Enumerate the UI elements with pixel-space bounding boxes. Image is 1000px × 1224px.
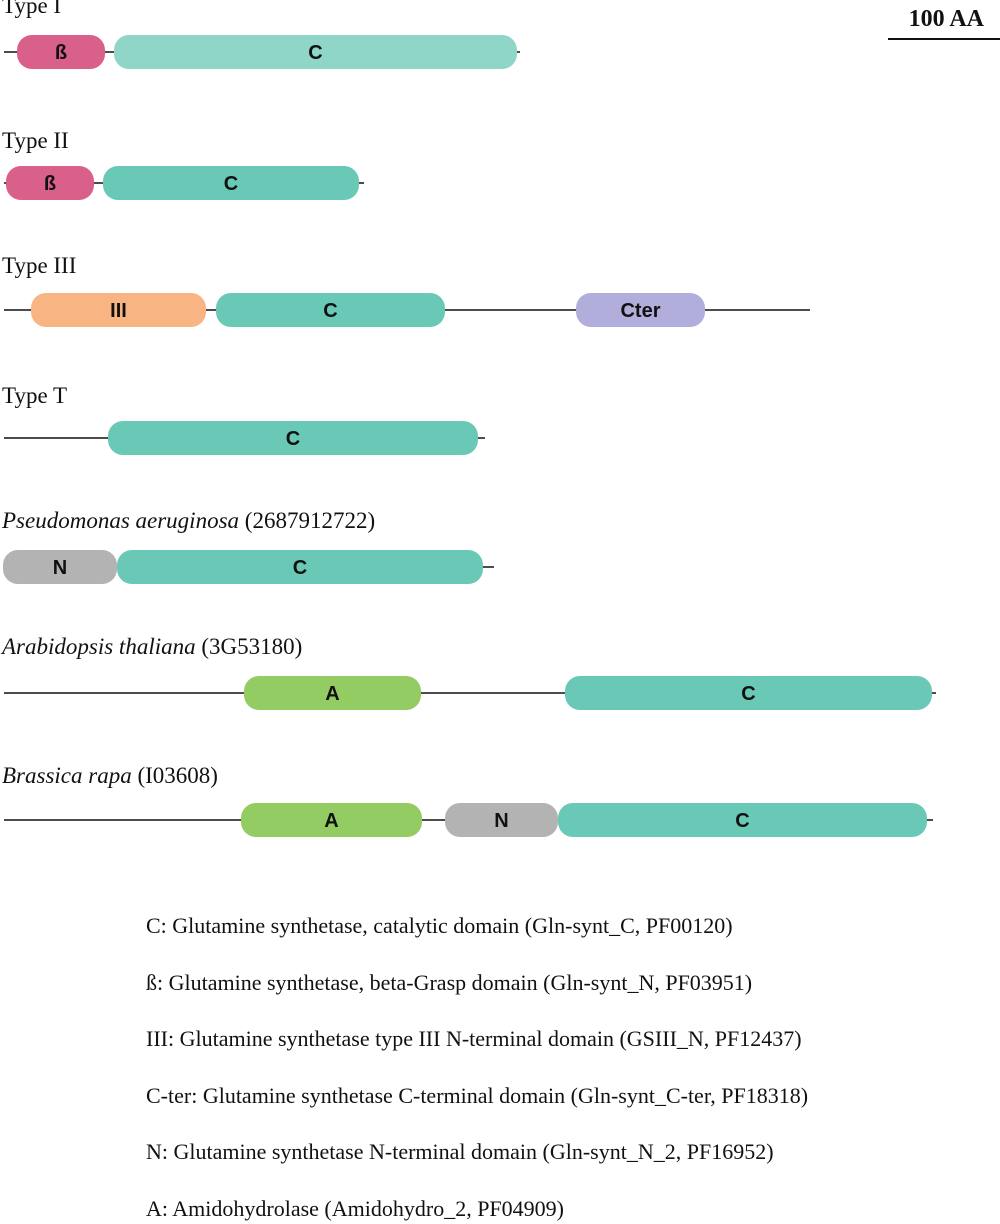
legend-item-beta: ß: Glutamine synthetase, beta-Grasp doma… xyxy=(146,970,753,995)
domain-label: C xyxy=(286,428,300,450)
scale-label: 100 AA xyxy=(908,6,984,32)
domain-box xyxy=(108,421,478,455)
domain-box xyxy=(6,166,94,200)
domain-box xyxy=(117,550,483,584)
domain-box xyxy=(103,166,359,200)
protein-title-type-t: Type T xyxy=(2,383,68,408)
domain-box xyxy=(445,803,558,837)
protein-title-pseudomonas: Pseudomonas aeruginosa (2687912722) xyxy=(2,508,376,533)
protein-track: III C Cter xyxy=(4,293,810,327)
domain-label: C xyxy=(323,300,337,322)
domain-label: C xyxy=(224,173,238,195)
domain-label: ß xyxy=(44,173,56,195)
legend-item-cter: C-ter: Glutamine synthetase C-terminal d… xyxy=(146,1083,809,1108)
protein-title-arabidopsis: Arabidopsis thaliana (3G53180) xyxy=(2,634,303,659)
legend-item-a: A: Amidohydrolase (Amidohydro_2, PF04909… xyxy=(146,1196,564,1221)
protein-title-type-i: Type I xyxy=(2,0,62,18)
domain-box xyxy=(241,803,422,837)
legend-item-iii: III: Glutamine synthetase type III N-ter… xyxy=(146,1026,802,1051)
protein-title-brassica: Brassica rapa (I03608) xyxy=(2,763,218,788)
protein-track: C xyxy=(4,421,485,455)
domain-label: ß xyxy=(55,42,67,64)
domain-box xyxy=(17,35,105,69)
legend-item-n: N: Glutamine synthetase N-terminal domai… xyxy=(146,1139,774,1164)
domain-label: A xyxy=(324,810,338,832)
domain-box xyxy=(244,676,421,710)
domain-box xyxy=(565,676,932,710)
protein-title-type-ii: Type II xyxy=(2,128,69,153)
domain-label: A xyxy=(325,683,339,705)
domain-label: III xyxy=(110,300,127,322)
domain-label: C xyxy=(293,557,307,579)
domain-box xyxy=(558,803,927,837)
protein-title-type-iii: Type III xyxy=(2,253,77,278)
legend-item-c: C: Glutamine synthetase, catalytic domai… xyxy=(146,913,733,938)
domain-box xyxy=(3,550,117,584)
domain-label: N xyxy=(53,557,67,579)
scale-bar xyxy=(888,38,1000,40)
domain-label: C xyxy=(308,42,322,64)
domain-box xyxy=(31,293,206,327)
domain-box xyxy=(114,35,517,69)
domain-box xyxy=(216,293,445,327)
domain-label: C xyxy=(735,810,749,832)
domain-label: N xyxy=(494,810,508,832)
domain-label: Cter xyxy=(620,300,660,322)
domain-box xyxy=(576,293,705,327)
domain-label: C xyxy=(741,683,755,705)
